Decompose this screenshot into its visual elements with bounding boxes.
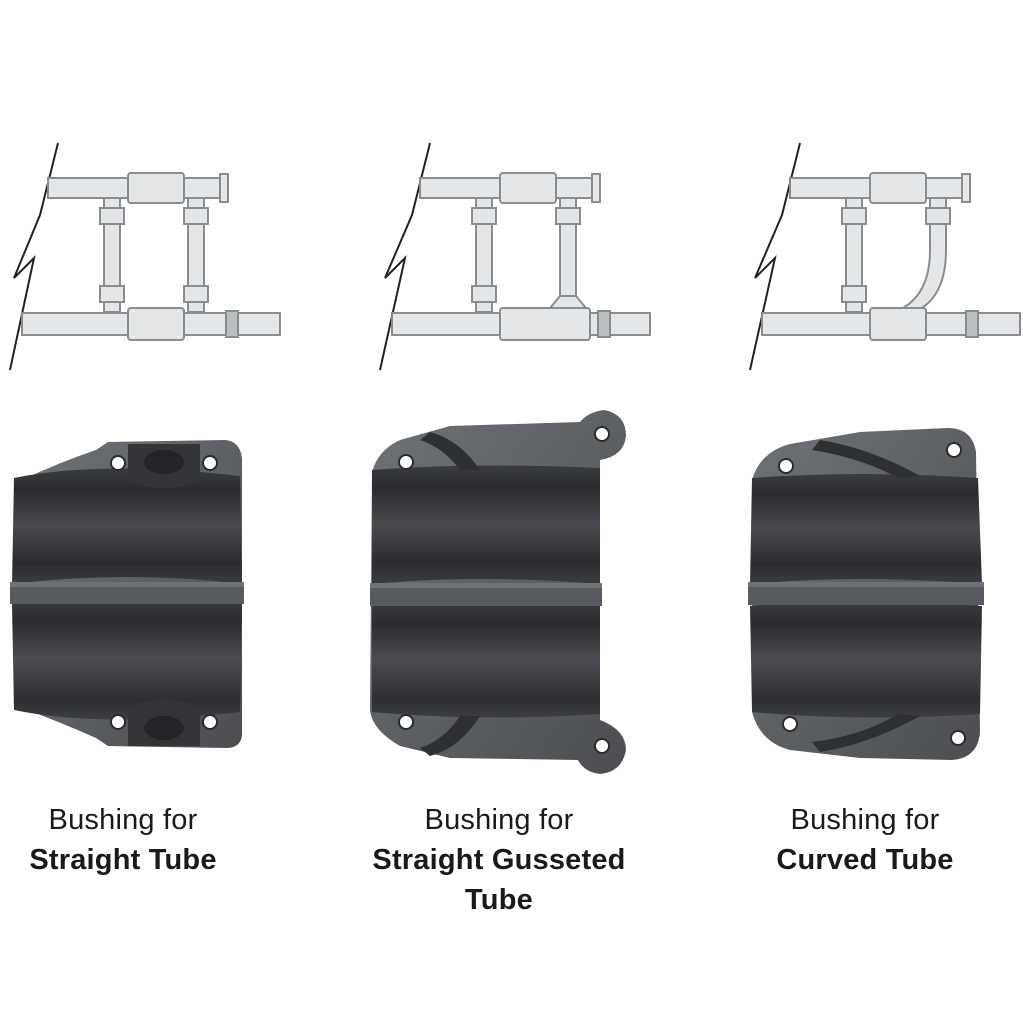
bushing-straight-gusseted-tube [370,410,626,774]
top-rail-sleeve [127,172,185,204]
mounting-hole [594,738,610,754]
bottom-rail-knurl [597,310,611,338]
bushing-center-rib [370,583,602,606]
curve-ridge-bottom [812,714,920,752]
top-rail-sleeve [499,172,557,204]
mounting-hole [594,426,610,442]
curve-ridge-top [812,440,920,478]
frame-edge-line [379,142,431,371]
diagram-curved-tube [749,142,1021,371]
caption-curved-tube: Bushing for Curved Tube [705,800,1023,880]
bushing-upper-channel [12,468,242,584]
mounting-hole [110,714,126,730]
strut-right-collar [555,207,581,225]
bushing-upper-channel [750,474,982,584]
gusset-ridge-top [420,432,480,470]
bushing-straight-tube [10,440,244,748]
strut-right-collar [183,207,209,225]
bottom-rail-knurl [225,310,239,338]
top-rail-sleeve [869,172,927,204]
bushing-center-rib [748,582,984,605]
mounting-hole [202,714,218,730]
diagram-straight-tube [9,142,281,371]
caption-straight-gusseted-tube: Bushing for Straight Gusseted Tube [339,800,659,920]
bottom-rail-sleeve [869,307,927,341]
strut-left-collar-low [471,285,497,303]
frame-edge-line [9,142,59,371]
mounting-hole [398,454,414,470]
caption-line2: Curved Tube [776,844,954,876]
bushing-upper-channel [372,465,600,584]
top-rail-end [961,173,971,203]
bushing-center-rib [10,582,244,604]
mounting-hole [782,716,798,732]
top-rail-end [591,173,601,203]
strut-left-collar-low [841,285,867,303]
bushing-lower-channel [750,601,982,718]
curved-strut-collar [925,207,951,225]
bottom-rail-sleeve [499,307,591,341]
bushing-curved-tube [748,428,984,760]
caption-straight-tube: Bushing for Straight Tube [0,800,283,880]
mounting-hole [778,458,794,474]
bottom-rail-knurl [965,310,979,338]
mounting-hole [110,455,126,471]
mounting-hole [946,442,962,458]
bottom-rail-sleeve [127,307,185,341]
mounting-hole [398,714,414,730]
strut-left-collar [471,207,497,225]
strut-right-collar-low [183,285,209,303]
bushing-lower-channel [372,601,600,718]
gusset-ridge-bottom [420,716,480,756]
strut-left-collar-low [99,285,125,303]
strut-left-collar [99,207,125,225]
frame-edge-line [749,142,801,371]
caption-line1: Bushing for [790,804,940,836]
diagram-straight-gusseted-tube [379,142,651,371]
caption-line1: Bushing for [424,804,574,836]
top-rail-end [219,173,229,203]
mounting-hole [950,730,966,746]
strut-left-collar [841,207,867,225]
caption-line2: Straight Tube [29,844,217,876]
caption-line2: Straight Gusseted Tube [372,844,626,916]
bushing-lower-channel [12,597,242,720]
caption-line1: Bushing for [48,804,198,836]
mounting-hole [202,455,218,471]
